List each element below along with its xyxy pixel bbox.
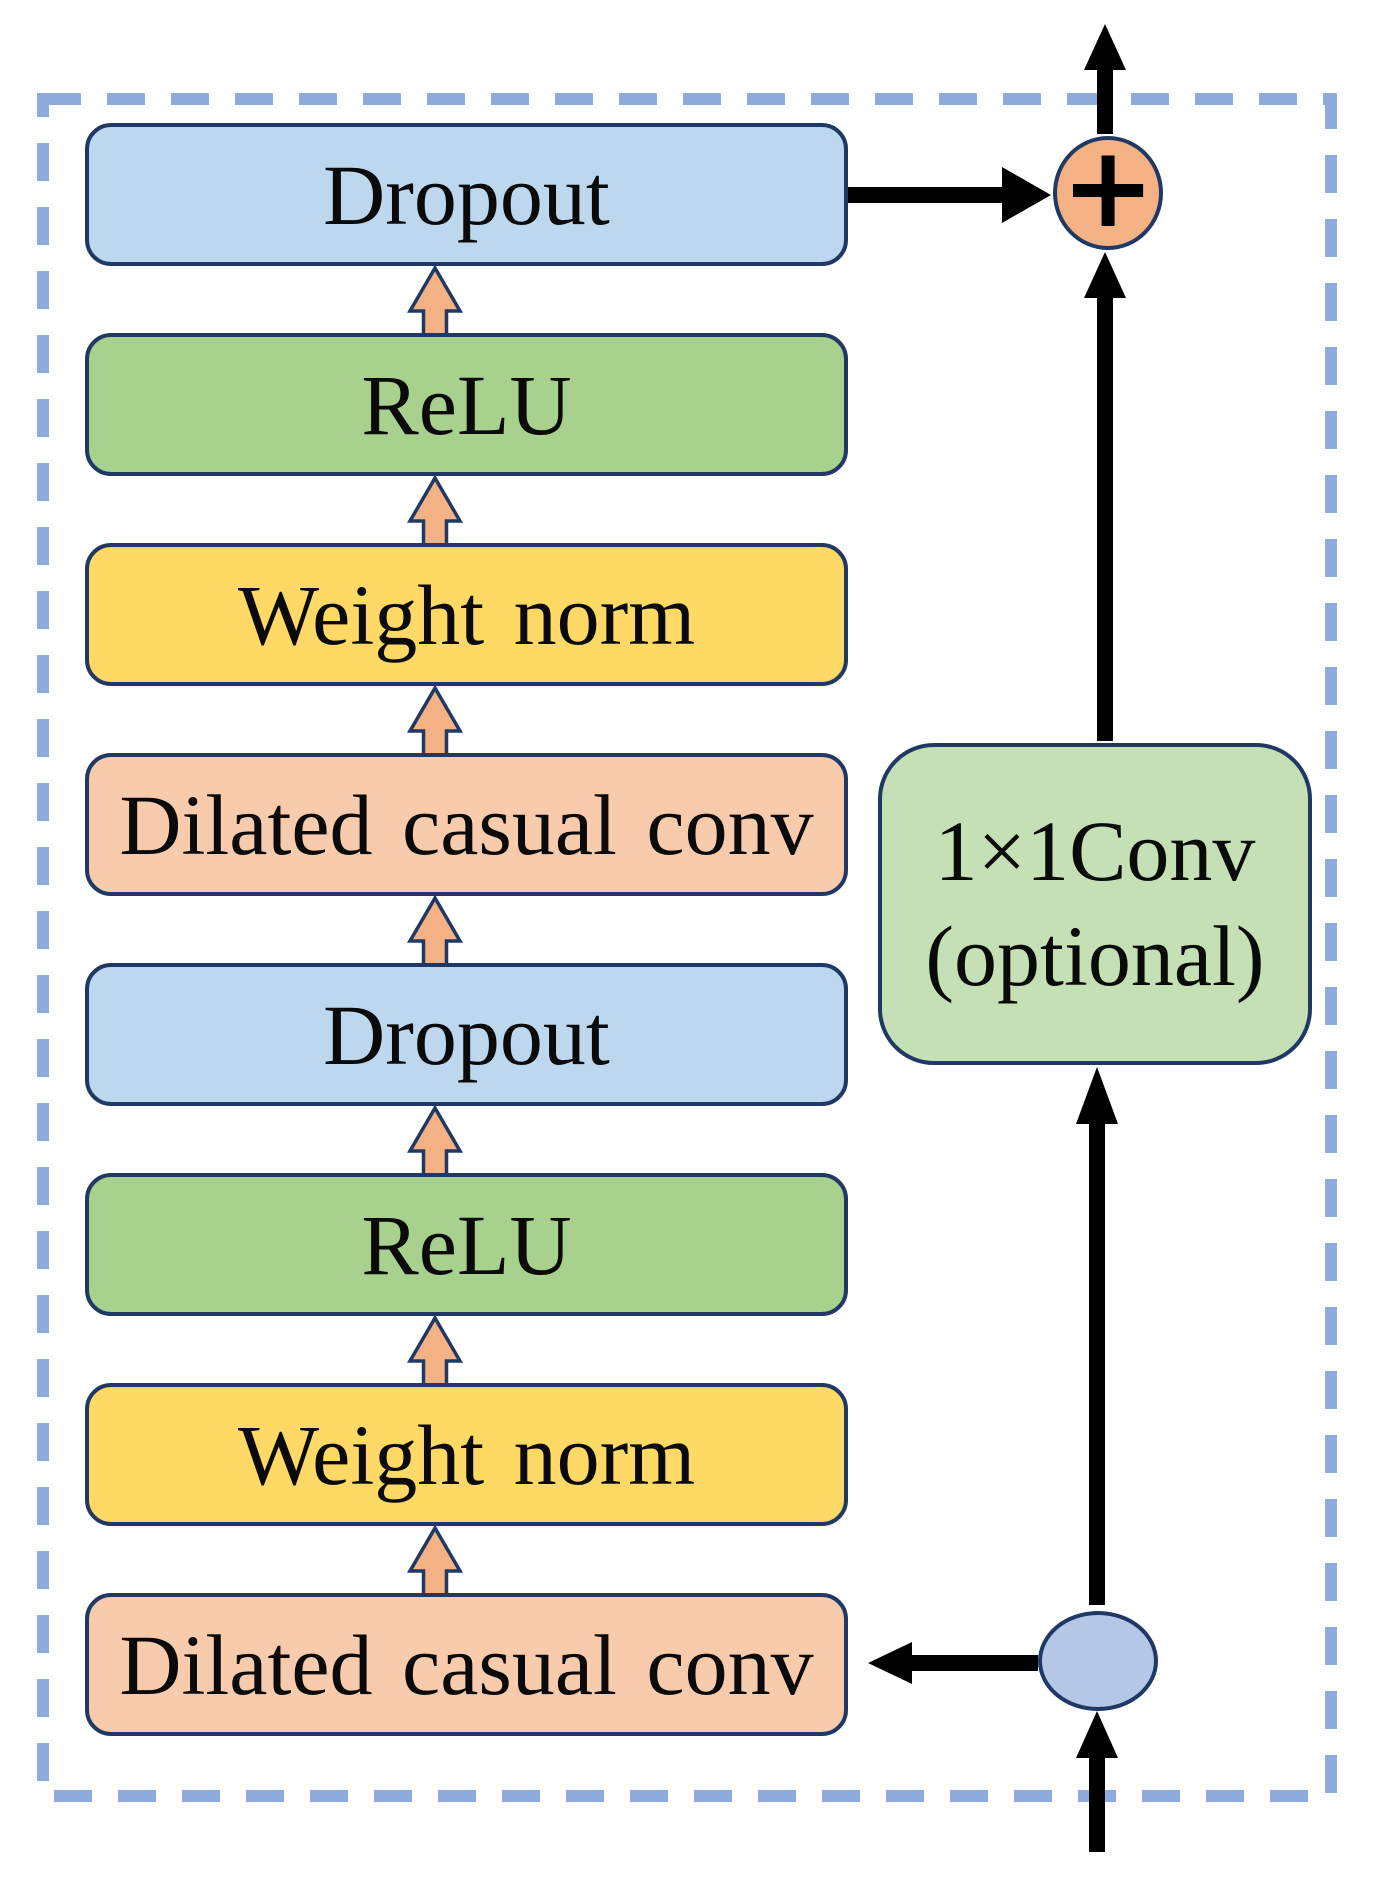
up-arrow-icon [406, 1314, 464, 1388]
one-by-one-conv-box: 1×1Conv (optional) [878, 743, 1312, 1065]
arrow-output-icon [1084, 24, 1126, 134]
arrow-input-icon [1076, 1711, 1118, 1852]
up-arrow-icon [406, 1104, 464, 1178]
layer-box-dropout-top: Dropout [85, 123, 848, 266]
one-by-one-conv-label: 1×1Conv [934, 803, 1256, 900]
up-arrow-icon [406, 684, 464, 758]
up-arrow-icon [406, 474, 464, 548]
dashed-frame [37, 93, 1337, 1802]
layer-box-relu-top: ReLU [85, 333, 848, 476]
arrow-junction-to-conv-box-icon [868, 1642, 1038, 1684]
layer-box-dilated-conv-top: Dilated casual conv [85, 753, 848, 896]
arrow-junction-to-conv-icon [1076, 1067, 1118, 1605]
up-arrow-icon [406, 264, 464, 338]
layer-box-weightnorm-bottom: Weight norm [85, 1383, 848, 1526]
layer-box-relu-bottom: ReLU [85, 1173, 848, 1316]
arrow-dropout-to-sum-icon [848, 167, 1051, 223]
up-arrow-icon [406, 894, 464, 968]
up-arrow-icon [406, 1524, 464, 1598]
plus-icon: + [1061, 123, 1155, 253]
layer-box-weightnorm-top: Weight norm [85, 543, 848, 686]
junction-node [1038, 1611, 1158, 1711]
sum-node: + [1053, 132, 1163, 250]
arrow-conv-to-sum-icon [1084, 252, 1126, 741]
layer-box-dilated-conv-bottom: Dilated casual conv [85, 1593, 848, 1736]
layer-box-dropout-bottom: Dropout [85, 963, 848, 1106]
one-by-one-conv-optional-label: (optional) [925, 908, 1265, 1004]
